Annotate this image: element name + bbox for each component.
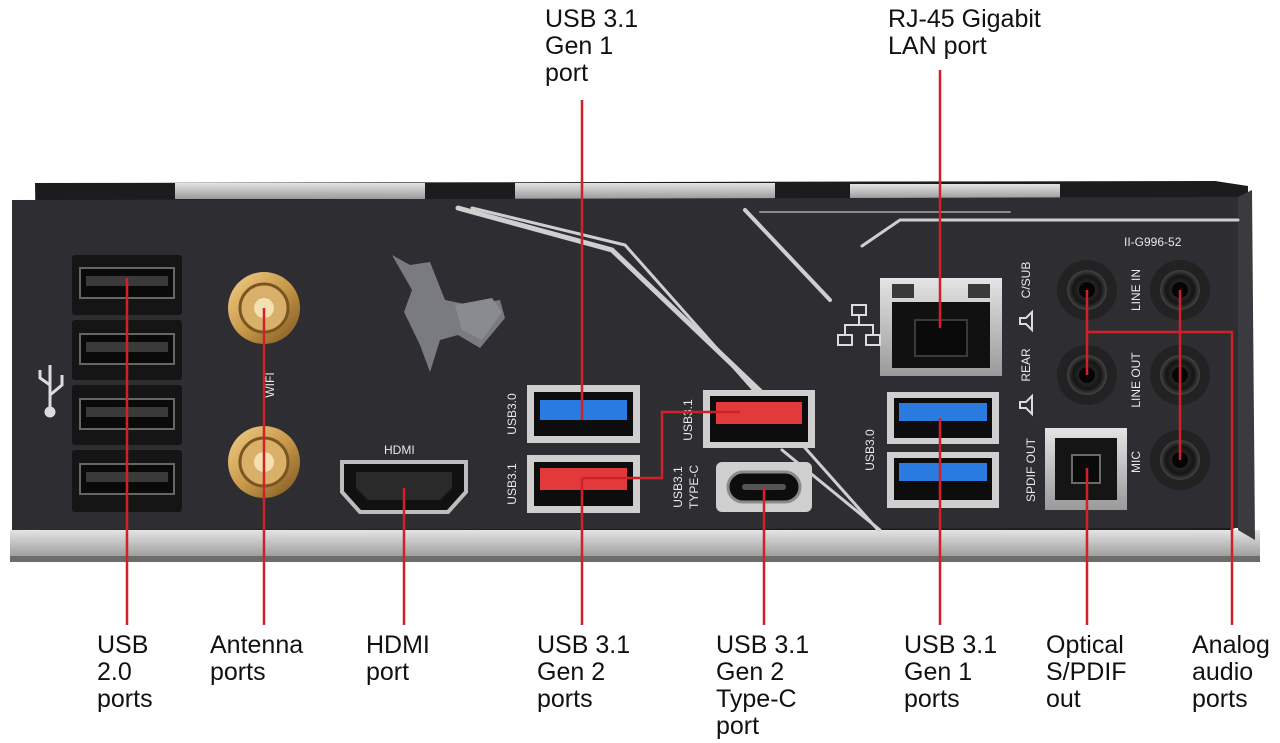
usb-right-silk: USB3.0 [863, 429, 877, 471]
usb30-blue-port [527, 385, 640, 443]
line-analog-audio [1087, 330, 1234, 625]
callout-usb31-gen1-bottom: USB 3.1 Gen 1 ports [904, 631, 998, 713]
usb-red-silk: USB3.1 [505, 463, 519, 505]
audio-lineout-silk: LINE OUT [1129, 352, 1143, 408]
callout-usb31-gen1-top: USB 3.1 Gen 1 port [545, 5, 639, 87]
io-shield [10, 181, 1260, 562]
typec-silk-2: TYPE-C [687, 465, 701, 509]
antenna-silk: WIFI [263, 372, 277, 397]
hdmi-silk: HDMI [384, 443, 415, 457]
usb-red2-silk: USB3.1 [681, 399, 695, 441]
callout-hdmi: HDMI port [366, 631, 430, 686]
usb-blue-silk: USB3.0 [505, 393, 519, 435]
hdmi-connector [340, 460, 468, 514]
typec-silk-1: USB3.1 [671, 466, 685, 508]
audio-spdif-silk: SPDIF OUT [1024, 437, 1038, 502]
callout-usb20: USB 2.0 ports [97, 631, 153, 713]
audio-rear-silk: REAR [1019, 348, 1033, 382]
audio-linein-silk: LINE IN [1129, 269, 1143, 311]
callout-usb31-gen2: USB 3.1 Gen 2 ports [537, 631, 631, 713]
model-code: II-G996-52 [1124, 235, 1182, 249]
silkscreen-labels: II-G996-52 WIFI HDMI USB3.0 USB3.1 USB3.… [263, 235, 1182, 509]
audio-csub-silk: C/SUB [1019, 262, 1033, 299]
callout-rj45: RJ-45 Gigabit LAN port [888, 5, 1041, 60]
network-icon [837, 304, 881, 346]
usb30-blue-stack [887, 392, 999, 508]
usb31-red-port-2 [703, 390, 815, 448]
audio-mic-silk: MIC [1129, 451, 1143, 473]
brand-eagle-logo [392, 255, 505, 372]
line-usb31-gen2-branch [582, 410, 740, 480]
usb-symbol-icon [38, 365, 64, 418]
callout-optical: Optical S/PDIF out [1046, 631, 1127, 713]
callout-usb31-typec: USB 3.1 Gen 2 Type-C port [716, 631, 810, 740]
speaker-icon [1019, 309, 1033, 417]
panel-stripes [455, 205, 1240, 532]
usb31-red-port [527, 455, 640, 513]
callout-analog-audio: Analog audio ports [1192, 631, 1270, 713]
callout-lines [125, 70, 1234, 625]
callout-antenna: Antenna ports [210, 631, 304, 686]
